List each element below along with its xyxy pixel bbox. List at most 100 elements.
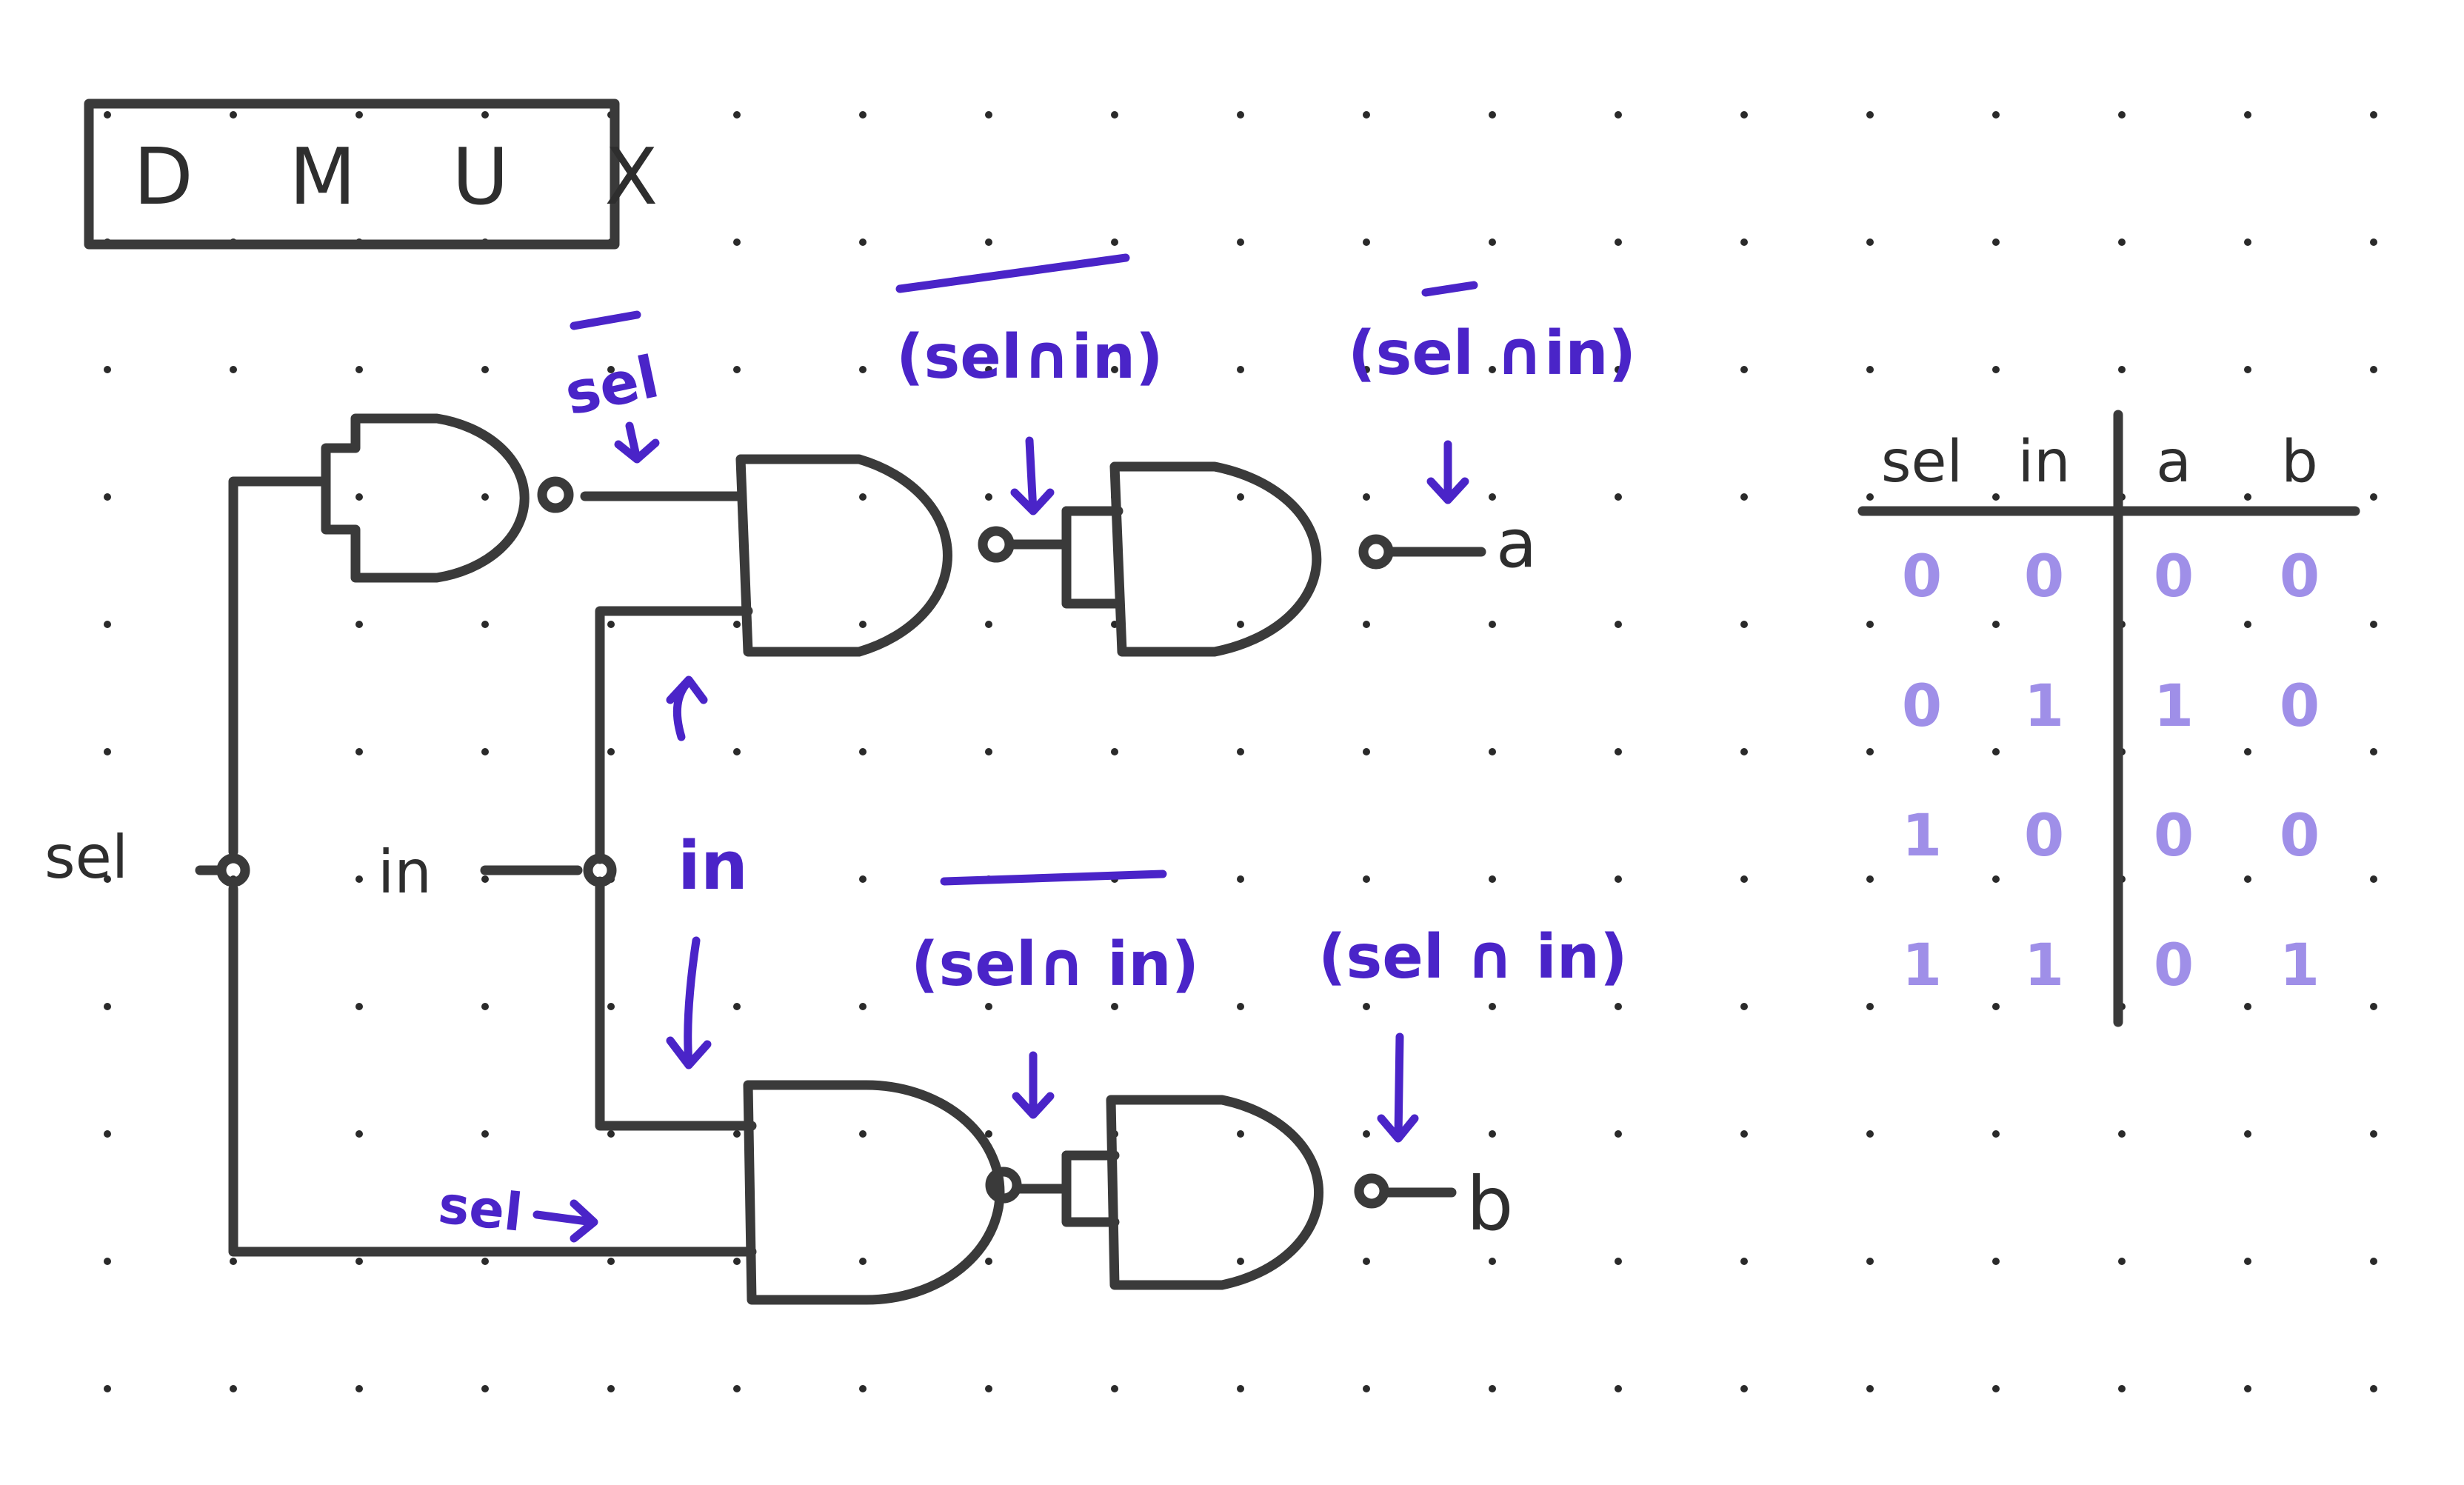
grid-dot (859, 875, 867, 883)
grid-dot (1992, 621, 2000, 628)
grid-dot (104, 1130, 111, 1138)
grid-dot (1992, 1130, 2000, 1138)
grid-dot (104, 493, 111, 501)
output-b-label: b (1466, 1161, 1513, 1247)
grid-dot (2370, 238, 2377, 246)
grid-dot (733, 1003, 741, 1010)
truth-table-cell: 1 (2024, 673, 2064, 740)
grid-dot (1740, 493, 1748, 501)
grid-dot (2370, 366, 2377, 373)
grid-dot (1615, 621, 1622, 628)
grid-dot (1866, 1130, 1874, 1138)
grid-dot (1992, 1385, 2000, 1392)
annotation-top-nand-text: (sel∩in) (896, 322, 1163, 393)
grid-dot (2118, 111, 2126, 119)
grid-dot (104, 875, 111, 883)
grid-dot (1111, 111, 1118, 119)
input-sel-label: sel (44, 823, 128, 892)
grid-dot (1866, 875, 1874, 883)
wires (228, 476, 1486, 1257)
grid-dot (230, 366, 237, 373)
grid-dot (1866, 493, 1874, 501)
grid-dot (1363, 111, 1370, 119)
grid-dot (1615, 238, 1622, 246)
grid-dot (1866, 238, 1874, 246)
and-gate-top (1109, 461, 1394, 657)
grid-dot (104, 1385, 111, 1392)
grid-dot (1866, 111, 1874, 119)
grid-dot (733, 1130, 741, 1138)
grid-dot (1237, 621, 1244, 628)
grid-dot (1740, 1003, 1748, 1010)
grid-dot (355, 366, 363, 373)
grid-dot (985, 493, 992, 501)
grid-dot (1740, 366, 1748, 373)
annotation-bottom-out-text: (sel ∩ in) (1318, 922, 1628, 992)
grid-dot (733, 238, 741, 246)
grid-dot (2370, 493, 2377, 501)
grid-dot (859, 621, 867, 628)
grid-dot (1992, 748, 2000, 755)
terminals (195, 853, 617, 887)
grid-dot (1740, 621, 1748, 628)
grid-dot (481, 875, 489, 883)
grid-dot (1992, 1258, 2000, 1265)
grid-dot (2244, 493, 2251, 501)
grid-dot (355, 1130, 363, 1138)
grid-dot (1740, 748, 1748, 755)
grid-dot (1615, 1003, 1622, 1010)
grid-dot (230, 1385, 237, 1392)
grid-dot (1740, 1130, 1748, 1138)
grid-dot (2118, 238, 2126, 246)
grid-dot (2370, 875, 2377, 883)
grid-dot (1615, 1130, 1622, 1138)
grid-dot (1489, 1258, 1496, 1265)
grid-dot (607, 1258, 615, 1265)
title: D M U X (133, 132, 693, 222)
truth-table-cell: 1 (2280, 932, 2320, 999)
nand-gate-bottom (743, 1080, 1022, 1305)
grid-dot (733, 748, 741, 755)
truth-table-header-a: a (2156, 429, 2191, 495)
truth-table-cell: 1 (1902, 932, 1942, 999)
grid-dot (1363, 1258, 1370, 1265)
annotation-sel-text: sel (435, 1174, 525, 1243)
grid-dot (2370, 1130, 2377, 1138)
grid-dot (1615, 875, 1622, 883)
grid-dot (1363, 875, 1370, 883)
grid-dot (1237, 238, 1244, 246)
grid-dot (355, 1385, 363, 1392)
annotation-top-nand: (sel∩in) (895, 253, 1163, 515)
grid-dot (1992, 366, 2000, 373)
grid-dot (1111, 1385, 1118, 1392)
grid-dot (859, 493, 867, 501)
grid-dot (1489, 621, 1496, 628)
grid-dot (733, 1258, 741, 1265)
grid-dot (2118, 366, 2126, 373)
grid-dot (733, 875, 741, 883)
grid-dot (1740, 875, 1748, 883)
grid-dot (607, 1385, 615, 1392)
grid-dot (2118, 1258, 2126, 1265)
annotation-in-text: in (678, 827, 748, 905)
grid-dot (859, 1130, 867, 1138)
grid-dot (859, 111, 867, 119)
grid-dot (985, 621, 992, 628)
truth-table-cell: 0 (1902, 673, 1942, 740)
grid-dot (2370, 1003, 2377, 1010)
truth-table-header-in: in (2017, 429, 2070, 495)
grid-dot (607, 1003, 615, 1010)
grid-dot (104, 621, 111, 628)
grid-dot (859, 366, 867, 373)
grid-dot (1237, 1258, 1244, 1265)
grid-dot (1111, 366, 1118, 373)
annotation-bottom-out: (sel ∩ in) (1318, 922, 1628, 1143)
annotation-top-out-text: (sel ∩in) (1348, 318, 1636, 389)
grid-dot (1615, 493, 1622, 501)
annotation-bottom-nand-text: (sel∩ in) (911, 930, 1199, 1000)
input-in-label: in (378, 838, 432, 907)
and-gate-bottom (1106, 1095, 1389, 1290)
grid-dot (1489, 748, 1496, 755)
